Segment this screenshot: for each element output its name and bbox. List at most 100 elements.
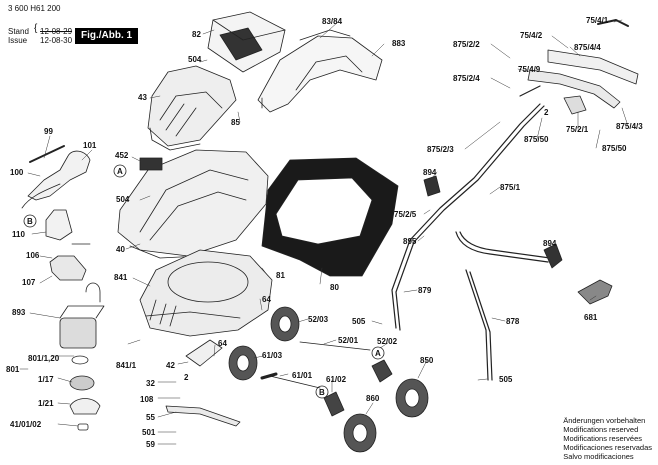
notice-es-2: Salvo modificaciones — [563, 452, 634, 461]
date-current: 12-08-30 — [40, 36, 73, 45]
height-lever-part — [371, 359, 393, 383]
handle-clip-parts — [21, 145, 91, 281]
label-875-50-a: 875/50 — [524, 135, 549, 144]
grass-bag-frame-part — [257, 29, 383, 113]
label-850: 850 — [420, 356, 434, 365]
label-895: 895 — [403, 237, 417, 246]
label-875-2-4: 875/2/4 — [453, 74, 480, 83]
label-42: 42 — [166, 361, 175, 370]
label-61-03: 61/03 — [262, 351, 283, 360]
label-75-4-9: 75/4/9 — [518, 65, 541, 74]
label-81: 81 — [276, 271, 285, 280]
leader-lines — [19, 19, 629, 445]
battery-part — [139, 157, 163, 171]
label-61-02: 61/02 — [326, 375, 347, 384]
bracket-glyph: { — [34, 23, 38, 34]
label-41-01-02: 41/01/02 — [10, 420, 42, 429]
label-40: 40 — [116, 245, 125, 254]
label-101: 101 — [83, 141, 97, 150]
label-61-01: 61/01 — [292, 371, 313, 380]
label-1-17: 1/17 — [38, 375, 54, 384]
fan-parts — [69, 375, 101, 431]
label-894-b: 894 — [543, 239, 557, 248]
label-52-01: 52/01 — [338, 336, 359, 345]
notice-fr: Modifications reservées — [563, 434, 642, 443]
label-875-2-3: 875/2/3 — [427, 145, 454, 154]
label-100: 100 — [10, 168, 24, 177]
label-32: 32 — [146, 379, 155, 388]
label-801-1-20: 801/1,20 — [28, 354, 60, 363]
wheel-front-right — [343, 413, 377, 453]
label-108: 108 — [140, 395, 154, 404]
control-box-part — [207, 11, 286, 73]
label-75-2-1: 75/2/1 — [566, 125, 589, 134]
clamp-part — [423, 175, 441, 197]
label-452: 452 — [115, 151, 129, 160]
wheel-front-left — [228, 345, 258, 381]
label-83-84: 83/84 — [322, 17, 343, 26]
label-505-b: 505 — [499, 375, 513, 384]
detail-marker-a-1 — [113, 164, 127, 178]
label-75-2-5: 75/2/5 — [394, 210, 417, 219]
detail-marker-b-2 — [315, 385, 329, 399]
label-b-1: B — [27, 217, 33, 226]
notice-en: Modifications reserved — [563, 425, 639, 434]
chassis-part — [139, 249, 273, 337]
label-841: 841 — [114, 273, 128, 282]
label-99: 99 — [44, 127, 53, 136]
notice-de: Änderungen vorbehalten — [563, 416, 646, 425]
modification-notice: Änderungen vorbehalten Modifications res… — [563, 416, 652, 461]
label-52-03: 52/03 — [308, 315, 329, 324]
label-681: 681 — [584, 313, 598, 322]
handle-bars — [391, 85, 551, 381]
wheel-rear-right — [395, 378, 429, 418]
wheel-rear-left — [270, 306, 300, 342]
label-841-1: 841/1 — [116, 361, 137, 370]
label-2-b: 2 — [544, 108, 549, 117]
spacer-part — [260, 372, 278, 380]
label-879: 879 — [418, 286, 432, 295]
label-2: 2 — [184, 373, 189, 382]
label-875-50-b: 875/50 — [602, 144, 627, 153]
detail-marker-b-1 — [23, 214, 37, 228]
label-883: 883 — [392, 39, 406, 48]
label-52-02: 52/02 — [377, 337, 398, 346]
label-80: 80 — [330, 283, 339, 292]
height-plate-part — [185, 339, 223, 367]
blade-part — [165, 405, 241, 427]
label-875-4-3: 875/4/3 — [616, 122, 643, 131]
label-878: 878 — [506, 317, 520, 326]
stand-label: Stand — [8, 27, 29, 36]
label-504-b: 504 — [116, 195, 130, 204]
label-106: 106 — [26, 251, 40, 260]
label-b-2: B — [319, 388, 325, 397]
mower-housing-part — [117, 149, 269, 259]
label-504-a: 504 — [188, 55, 202, 64]
label-110: 110 — [12, 230, 25, 239]
label-a-1: A — [117, 167, 123, 176]
upper-handle-part — [527, 19, 639, 115]
label-75-4-1: 75/4/1 — [586, 16, 609, 25]
label-894-a: 894 — [423, 168, 437, 177]
motor-part — [59, 282, 105, 365]
label-a-2: A — [375, 349, 381, 358]
label-85: 85 — [231, 118, 240, 127]
figure-badge: Fig./Abb. 1 — [75, 28, 139, 44]
date-superseded: 12-08-29 — [40, 27, 73, 36]
label-82: 82 — [192, 30, 201, 39]
label-875-4-4: 875/4/4 — [574, 43, 601, 52]
label-505-a: 505 — [352, 317, 366, 326]
label-75-4-2: 75/4/2 — [520, 31, 543, 40]
label-893: 893 — [12, 308, 26, 317]
label-860: 860 — [366, 394, 380, 403]
label-55: 55 — [146, 413, 155, 422]
detail-marker-a-2 — [371, 346, 385, 360]
label-59: 59 — [146, 440, 155, 449]
notice-es-1: Modificaciones reservadas — [563, 443, 652, 452]
label-801: 801 — [6, 365, 20, 374]
label-875-2-2: 875/2/2 — [453, 40, 480, 49]
axle-rear — [269, 375, 321, 389]
label-1-21: 1/21 — [38, 399, 54, 408]
issue-label: Issue — [8, 36, 28, 45]
